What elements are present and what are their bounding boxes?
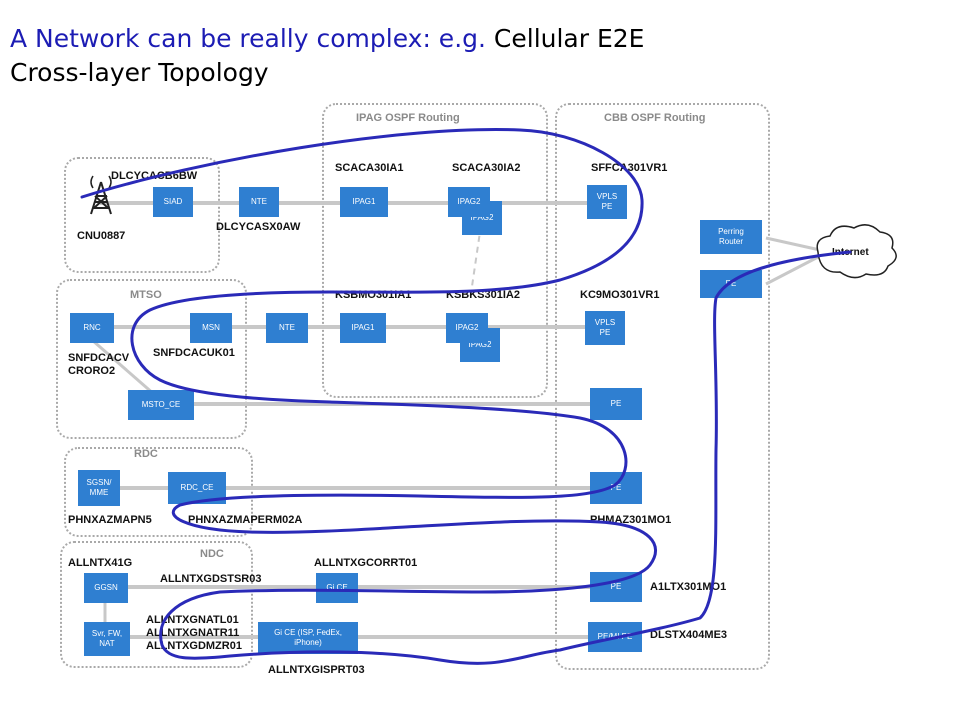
title-line2: Cross-layer Topology [10,58,269,87]
nte1-node: NTE [239,187,279,217]
label-snfdcacuk01: SNFDCACUK01 [153,347,235,359]
label-kc9mo301vr1: KC9MO301VR1 [580,289,660,301]
ggsn-node: GGSN [84,573,128,603]
siad-node: SIAD [153,187,193,217]
zone-rdc-label: RDC [134,448,158,460]
msto-ce-node: MSTO_CE [128,390,194,420]
zone-mtso-label: MTSO [130,289,162,301]
label-scaca30ia2: SCACA30IA2 [452,162,521,174]
zone-cbb [555,103,770,670]
label-allntxgisprt03: ALLNTXGISPRT03 [268,664,365,676]
ipag2-top-node: IPAG2 [448,187,490,217]
vpls-pe-top-node: VPLS PE [587,185,627,219]
label-scaca30ia1: SCACA30IA1 [335,162,404,174]
ipag1-mid-node: IPAG1 [340,313,386,343]
label-phnxazmapn5: PHNXAZMAPN5 [68,514,152,526]
link-ipag2-vertical [469,224,482,301]
rnc-node: RNC [70,313,114,343]
label-allntxgcorrt01: ALLNTXGCORRT01 [314,557,418,569]
perring-router-node: Perring Router [700,220,762,254]
label-dlcycasx0aw: DLCYCASX0AW [216,221,301,233]
gi-ce-top-node: Gi CE [316,573,358,603]
msn-node: MSN [190,313,232,343]
gi-ce-isp-node: Gi CE (ISP, FedEx, iPhone) [258,622,358,654]
pe-rdc-node: PE [590,472,642,504]
label-sffca301vr1: SFFCA301VR1 [591,162,668,174]
zone-ndc [60,541,253,668]
zone-rdc [64,447,253,537]
zone-mtso [56,279,247,439]
ipag2-mid-node: IPAG2 [446,313,488,343]
ipag1-top-node: IPAG1 [340,187,388,217]
zone-ipag-label: IPAG OSPF Routing [356,112,460,124]
label-phnxazmaperm02a: PHNXAZMAPERM02A [188,514,303,526]
label-allntx41g: ALLNTX41G [68,557,133,569]
link-pe-inet [765,254,821,286]
zone-cell-site [64,157,220,273]
zone-cbb-label: CBB OSPF Routing [604,112,706,124]
title-blue-part: A Network can be really complex: e.g. [10,24,486,53]
label-allntxgdstsr03: ALLNTXGDSTSR03 [160,573,262,585]
link-perring-inet [765,236,821,252]
label-snfdcacv: SNFDCACV CRORO2 [68,352,130,377]
vpls-pe-mid-node: VPLS PE [585,311,625,345]
label-allntxgnat-group: ALLNTXGNATL01 ALLNTXGNATR11 ALLNTXGDMZR0… [146,614,242,652]
pe-msto-node: PE [590,388,642,420]
e2e-path-line [80,128,852,665]
label-a1ltx301mo1: A1LTX301MO1 [650,581,727,593]
link-rnc-msto [91,338,156,397]
pe-internet-node: PE [700,270,762,298]
label-cnu0887: CNU0887 [77,230,126,242]
svr-fw-nat-node: Svr, FW, NAT [84,622,130,656]
nte2-node: NTE [266,313,308,343]
zone-ipag [322,103,548,398]
cell-tower-icon [90,175,112,215]
title-black-part: Cellular E2E [493,24,645,53]
zone-ndc-label: NDC [200,548,224,560]
sgsn-mme-node: SGSN/ MME [78,470,120,506]
slide-title: A Network can be really complex: e.g. Ce… [10,22,644,90]
label-dlstx404me3: DLSTX404ME3 [650,629,728,641]
